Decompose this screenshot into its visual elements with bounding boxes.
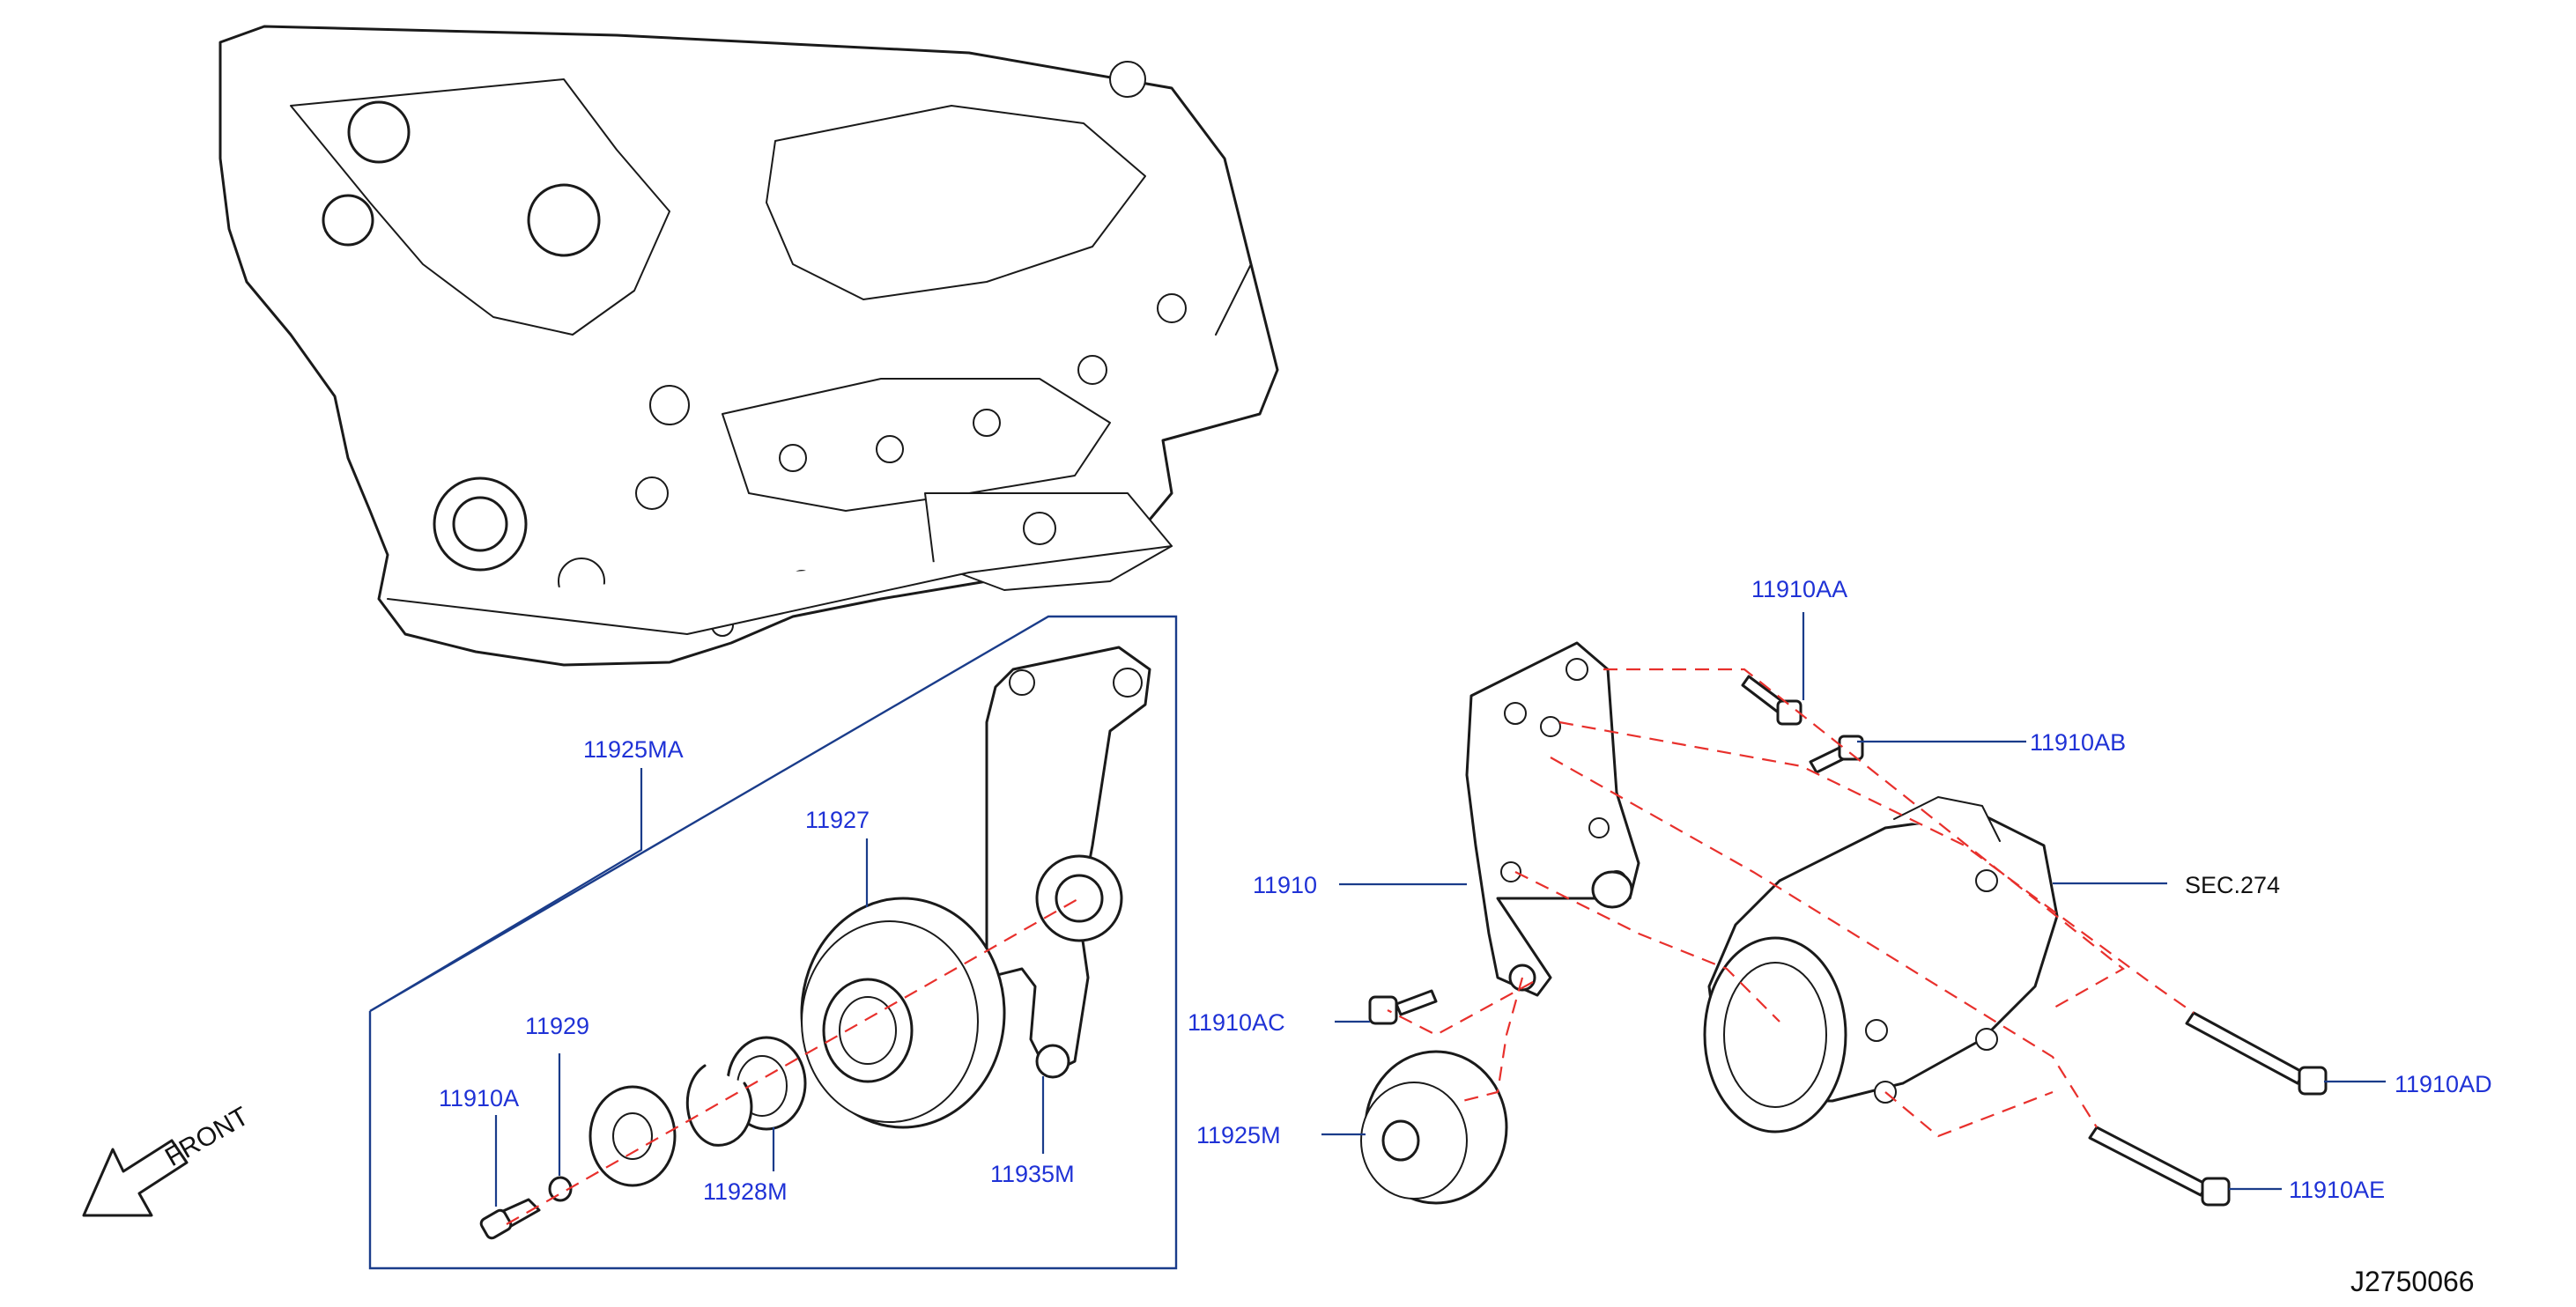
diagram-reference-number: J2750066	[2350, 1266, 2475, 1297]
bolt-11910AC-illustration	[1368, 989, 1438, 1025]
bracket-assembly-box	[368, 615, 1178, 1270]
label-11910AA: 11910AA	[1751, 576, 1847, 602]
pulley-11927-illustration	[800, 897, 1006, 1129]
label-11925MA: 11925MA	[583, 736, 684, 763]
label-11928M: 11928M	[703, 1178, 788, 1205]
label-sec-274: SEC.274	[2185, 872, 2280, 898]
idler-pulley-11925M-illustration	[1360, 1050, 1508, 1205]
label-11935M: 11935M	[990, 1161, 1075, 1187]
label-11929: 11929	[525, 1013, 589, 1039]
assembly-guide-lines	[1387, 668, 2195, 1138]
compressor-bracket-11910-illustration	[1465, 641, 1640, 997]
bolt-11910AB-illustration	[1809, 735, 1864, 774]
label-11910AE: 11910AE	[2289, 1177, 2385, 1203]
label-11910AD: 11910AD	[2395, 1071, 2492, 1097]
label-11910AB: 11910AB	[2030, 729, 2126, 756]
front-label: FRONT	[160, 1102, 254, 1172]
label-11910: 11910	[1253, 872, 1317, 898]
label-11910AC: 11910AC	[1188, 1009, 1285, 1036]
washer-11929-illustration	[548, 1085, 677, 1202]
front-direction-arrow	[82, 1139, 189, 1217]
idler-bracket-illustration	[985, 646, 1151, 1079]
ac-compressor-illustration	[1703, 796, 2059, 1133]
label-11910A: 11910A	[439, 1085, 519, 1111]
bolt-11910AD-illustration	[2185, 1011, 2328, 1096]
snap-ring-illustration	[685, 1064, 753, 1147]
leader-lines	[369, 612, 2386, 1207]
pulley-axis-guide	[506, 897, 1080, 1225]
label-11925M: 11925M	[1196, 1122, 1281, 1148]
bolt-11910A-illustration	[479, 1198, 541, 1240]
bolt-11910AA-illustration	[1741, 675, 1802, 726]
engine-block-illustration	[218, 25, 1279, 667]
bolt-11910AE-illustration	[2088, 1126, 2231, 1207]
label-11927: 11927	[805, 807, 870, 833]
